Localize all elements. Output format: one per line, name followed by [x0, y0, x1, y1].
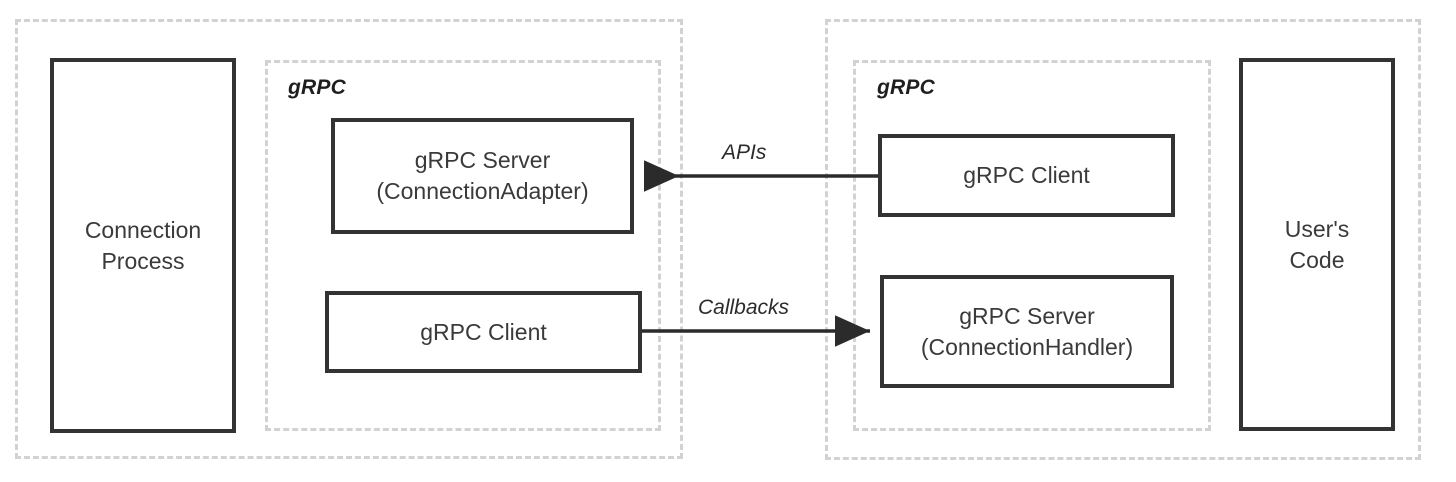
node-grpc-server-connection-handler-label: gRPC Server (ConnectionHandler): [920, 302, 1134, 360]
group-left-grpc: [265, 60, 661, 431]
apis-edge-label: APIs: [722, 141, 767, 164]
group-right-grpc-label: gRPC: [877, 76, 935, 99]
node-grpc-server-connection-adapter-label: gRPC Server (ConnectionAdapter): [376, 147, 589, 204]
node-grpc-client-right[interactable]: gRPC Client: [878, 134, 1175, 217]
group-left-outer: [15, 19, 683, 459]
callbacks-edge-label: Callbacks: [698, 296, 790, 319]
node-connection-process-label: Connection Process: [84, 216, 202, 274]
node-connection-process[interactable]: Connection Process: [50, 58, 236, 433]
group-right-grpc: [853, 60, 1211, 431]
node-grpc-client-left[interactable]: gRPC Client: [325, 291, 642, 373]
group-right-outer: [825, 19, 1421, 460]
node-grpc-server-connection-handler[interactable]: gRPC Server (ConnectionHandler): [880, 275, 1174, 388]
node-users-code-label: User's Code: [1284, 215, 1350, 273]
node-grpc-client-right-label: gRPC Client: [963, 162, 1090, 189]
group-left-grpc-label: gRPC: [288, 76, 346, 99]
node-users-code[interactable]: User's Code: [1239, 58, 1395, 431]
node-grpc-client-left-label: gRPC Client: [420, 318, 547, 345]
node-grpc-server-connection-adapter[interactable]: gRPC Server (ConnectionAdapter): [331, 118, 634, 234]
